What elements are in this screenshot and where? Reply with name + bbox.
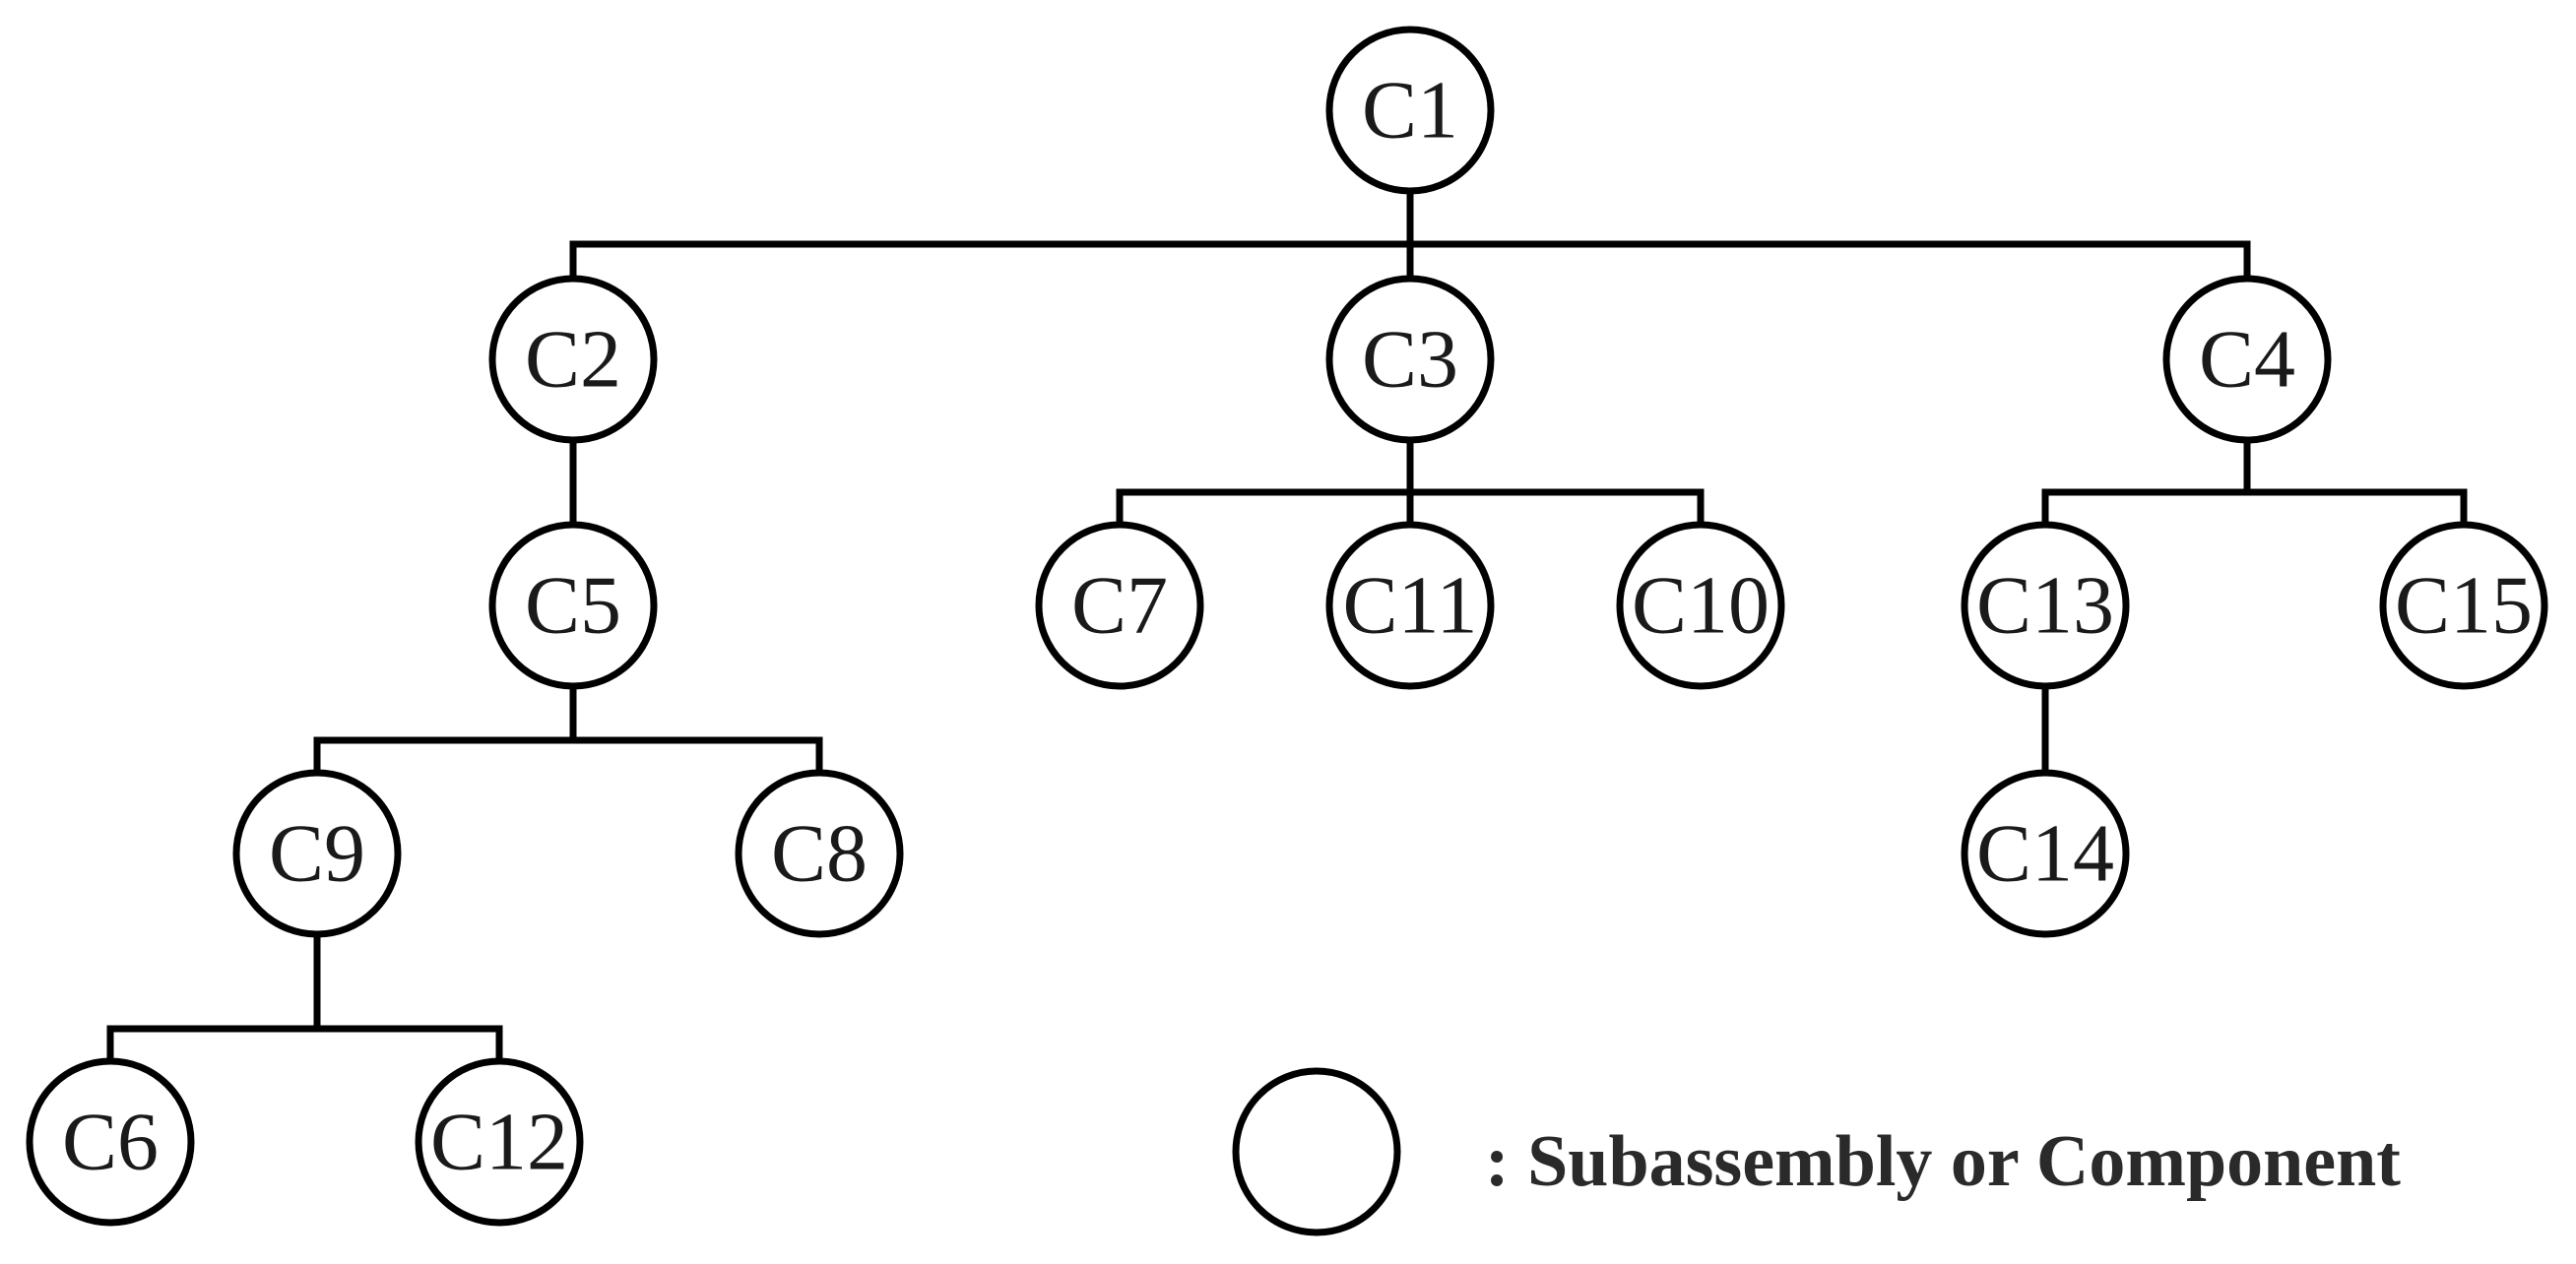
node-c7: C7 <box>1035 521 1204 690</box>
node-c3: C3 <box>1325 275 1495 444</box>
node-c6: C6 <box>26 1057 195 1227</box>
node-circle <box>1325 521 1495 690</box>
node-label: C9 <box>269 808 365 900</box>
node-c5: C5 <box>488 521 658 690</box>
node-label: C10 <box>1632 560 1770 652</box>
node-label: C2 <box>525 314 621 406</box>
tree-edges <box>106 187 2468 1065</box>
node-label: C12 <box>430 1097 568 1188</box>
node-c2: C2 <box>488 275 658 444</box>
node-circle <box>1325 26 1495 195</box>
node-circle <box>1616 521 1785 690</box>
node-c15: C15 <box>2379 521 2548 690</box>
legend-circle-symbol <box>1232 1067 1401 1236</box>
node-circle <box>488 521 658 690</box>
node-label: C3 <box>1362 314 1458 406</box>
node-label: C13 <box>1976 560 2114 652</box>
node-circle <box>232 769 402 938</box>
legend: : Subassembly or Component <box>1232 1067 2401 1236</box>
node-c12: C12 <box>415 1057 584 1227</box>
node-c10: C10 <box>1616 521 1785 690</box>
node-label: C11 <box>1343 560 1478 652</box>
node-circle <box>2162 275 2332 444</box>
node-c4: C4 <box>2162 275 2332 444</box>
node-circle <box>1035 521 1204 690</box>
node-label: C4 <box>2199 314 2295 406</box>
node-label: C5 <box>525 560 621 652</box>
node-label: C6 <box>62 1097 159 1188</box>
node-c1: C1 <box>1325 26 1495 195</box>
node-label: C15 <box>2395 560 2533 652</box>
node-c14: C14 <box>1961 769 2130 938</box>
node-circle <box>488 275 658 444</box>
node-label: C7 <box>1071 560 1168 652</box>
node-label: C1 <box>1362 65 1458 157</box>
node-c11: C11 <box>1325 521 1495 690</box>
node-circle <box>735 769 904 938</box>
node-circle <box>1325 275 1495 444</box>
node-circle <box>415 1057 584 1227</box>
node-circle <box>26 1057 195 1227</box>
node-circle <box>2379 521 2548 690</box>
node-c9: C9 <box>232 769 402 938</box>
legend-label: : Subassembly or Component <box>1485 1121 2401 1202</box>
node-label: C14 <box>1976 808 2114 900</box>
node-c8: C8 <box>735 769 904 938</box>
node-c13: C13 <box>1961 521 2130 690</box>
node-circle <box>1961 769 2130 938</box>
node-circle <box>1961 521 2130 690</box>
node-label: C8 <box>771 808 868 900</box>
